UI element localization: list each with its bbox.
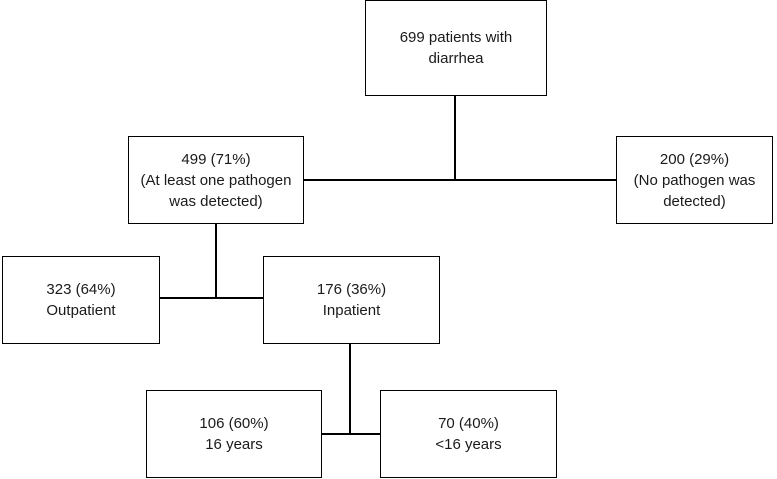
connector-inpatient-down: [349, 344, 351, 434]
outpatient-label: Outpatient: [46, 302, 116, 319]
age-16-plus-count: 106 (60%): [199, 415, 269, 432]
no-pathogen-box: 200 (29%) (No pathogen was detected): [616, 136, 773, 224]
pathogen-detected-line2: (At least one pathogen: [140, 171, 292, 189]
no-pathogen-line3: detected): [663, 192, 726, 210]
connector-split-level3: [322, 433, 380, 435]
total-patients-box: 699 patients with diarrhea: [365, 0, 547, 96]
pathogen-detected-line3: was detected): [169, 192, 263, 210]
outpatient-box: 323 (64%) Outpatient: [2, 256, 160, 344]
connector-split-level2: [160, 297, 263, 299]
age-under-16-label: <16 years: [435, 436, 502, 453]
inpatient-box: 176 (36%) Inpatient: [263, 256, 440, 344]
outpatient-count: 323 (64%): [46, 281, 116, 298]
age-16-plus-box: 106 (60%) 16 years: [146, 390, 322, 478]
age-under-16-box: 70 (40%) <16 years: [380, 390, 557, 478]
no-pathogen-line2: (No pathogen was: [633, 171, 756, 189]
total-patients-line1: 699 patients with: [399, 29, 513, 46]
connector-root-down: [454, 96, 456, 180]
no-pathogen-count: 200 (29%): [659, 150, 730, 168]
age-under-16-count: 70 (40%): [438, 415, 499, 432]
connector-split-level1: [304, 179, 616, 181]
pathogen-detected-count: 499 (71%): [181, 150, 251, 168]
total-patients-line2: diarrhea: [428, 50, 484, 67]
pathogen-detected-box: 499 (71%) (At least one pathogen was det…: [128, 136, 304, 224]
age-16-plus-label: 16 years: [205, 436, 263, 453]
connector-positive-down: [215, 224, 217, 298]
inpatient-label: Inpatient: [322, 302, 381, 319]
inpatient-count: 176 (36%): [316, 281, 387, 298]
